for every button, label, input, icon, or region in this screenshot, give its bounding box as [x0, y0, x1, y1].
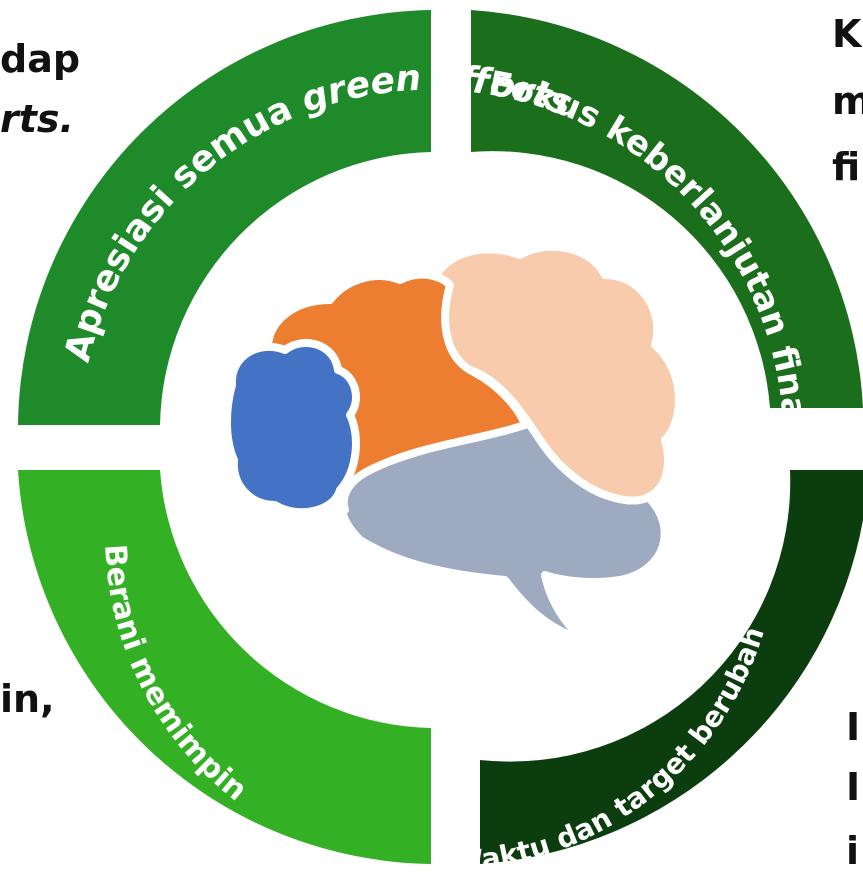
bottom-right-fragment-1: I — [846, 705, 861, 749]
bottom-right-fragment-2: I — [846, 765, 861, 809]
brain-icon — [222, 242, 683, 644]
brain-blue-lobe — [222, 338, 360, 517]
bottom-left-fragment: in, — [0, 677, 55, 721]
segment-bottom-right — [480, 470, 863, 864]
top-left-fragment-1: dap — [0, 37, 81, 81]
segment-top-left — [18, 10, 431, 425]
top-right-fragment-2: m — [832, 79, 863, 123]
top-right-fragment-1: K — [832, 12, 862, 56]
top-right-fragment-3: fi — [832, 145, 861, 189]
bottom-right-fragment-3: i — [846, 829, 860, 873]
segment-top-right — [471, 10, 863, 408]
top-left-fragment-2: rts. — [0, 97, 74, 141]
segment-bottom-left — [18, 470, 431, 864]
